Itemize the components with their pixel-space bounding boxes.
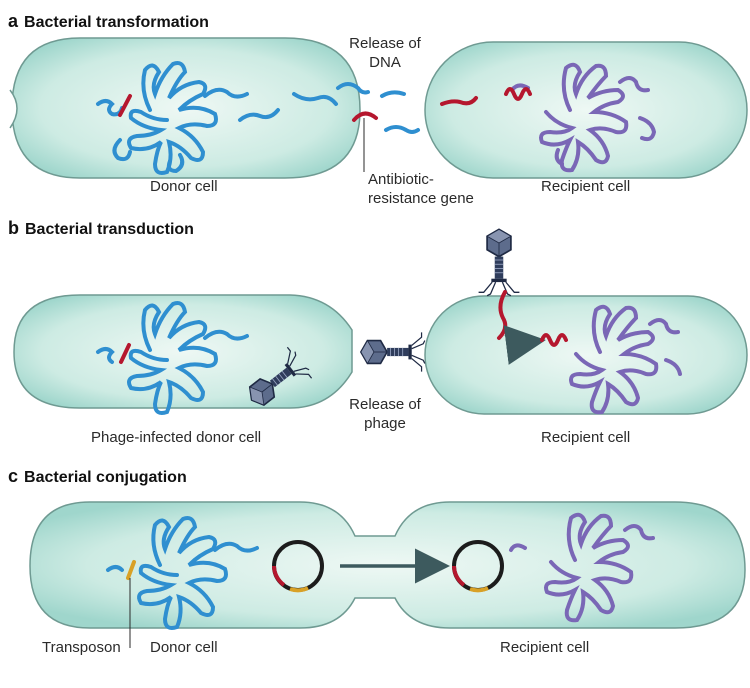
resistance-gene-line1: Antibiotic-	[368, 171, 434, 188]
resistance-gene-line2: resistance gene	[368, 190, 474, 207]
phage-on-recipient	[477, 228, 521, 297]
donor-cell-notch	[9, 89, 18, 129]
injection-arrow	[503, 325, 546, 365]
panel-b-title-text: Bacterial transduction	[25, 221, 194, 238]
recipient-cell-b	[424, 295, 748, 415]
integrated-gene-b	[540, 333, 568, 347]
donor-chromosome-b	[96, 301, 249, 415]
panel-c	[29, 501, 746, 648]
panel-a-letter: a	[8, 11, 19, 31]
panel-c-title-text: Bacterial conjugation	[24, 469, 187, 486]
integrated-gene-a	[504, 87, 532, 101]
release-dna-line1: Release of	[349, 35, 421, 52]
release-dna-line2: DNA	[369, 54, 401, 71]
panel-b-title: b Bacterial transduction	[8, 218, 194, 239]
resistance-gene-donor-a	[118, 94, 132, 117]
incoming-gene-a	[440, 96, 478, 106]
plasmid-donor-transposon	[289, 586, 309, 593]
recipient-cell-a	[424, 41, 748, 179]
release-phage-line1: Release of	[349, 396, 421, 413]
recipient-cell-label-c: Recipient cell	[500, 639, 590, 656]
released-phage	[360, 331, 426, 373]
panel-a-title: a Bacterial transformation	[8, 11, 209, 32]
donor-cell-label-b: Phage-infected donor cell	[91, 429, 262, 446]
panel-a	[9, 37, 748, 179]
release-phage-line2: phage	[364, 415, 406, 432]
panel-c-letter: c	[8, 466, 19, 486]
resistance-gene-donor-b	[119, 343, 131, 364]
donor-cell-label-c: Donor cell	[150, 639, 218, 656]
plasmid-donor-gene	[272, 565, 286, 587]
donor-cell-label-a: Donor cell	[150, 178, 218, 195]
released-resistance-gene	[352, 111, 378, 122]
recipient-chromosome-b	[569, 304, 682, 415]
plasmid-recipient-gene	[452, 565, 466, 587]
recipient-cell-label-b: Recipient cell	[541, 429, 631, 446]
plasmid-recipient-transposon	[469, 586, 489, 593]
recipient-chromosome-c	[509, 512, 655, 623]
panel-a-title-text: Bacterial transformation	[24, 14, 209, 31]
donor-cell-b	[13, 294, 353, 409]
donor-chromosome-c	[106, 516, 259, 630]
panel-b	[13, 228, 748, 417]
release-dna-label: Release of DNA	[330, 34, 440, 72]
released-dna-fragments	[238, 82, 420, 134]
panel-b-letter: b	[8, 218, 19, 238]
recipient-cell-label-a: Recipient cell	[541, 178, 631, 195]
transposon-label: Transposon	[42, 639, 121, 656]
release-phage-label: Release of phage	[330, 395, 440, 433]
transposon-in-chromosome	[126, 560, 136, 580]
donor-chromosome-a	[96, 61, 249, 175]
injected-gene	[497, 290, 508, 340]
resistance-gene-label: Antibiotic- resistance gene	[368, 170, 474, 208]
panel-c-title: c Bacterial conjugation	[8, 466, 187, 487]
